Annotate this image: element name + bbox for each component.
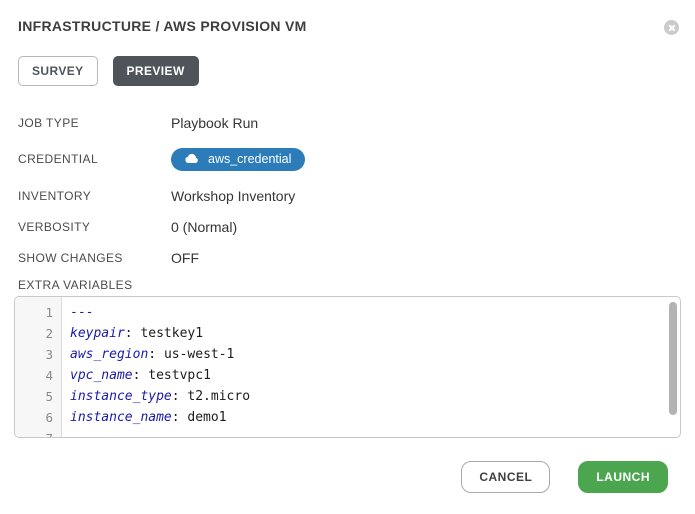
code-line: 4 vpc_name: testvpc1 xyxy=(15,365,680,386)
inventory-value: Workshop Inventory xyxy=(171,187,296,204)
page-title: INFRASTRUCTURE / AWS PROVISION VM xyxy=(18,18,307,34)
field-row-credential: CREDENTIAL aws_credential xyxy=(18,138,695,180)
verbosity-value: 0 (Normal) xyxy=(171,218,238,235)
field-row-job-type: JOB TYPE Playbook Run xyxy=(18,107,695,138)
inventory-label: INVENTORY xyxy=(18,188,92,203)
editor-code-area[interactable]: 1 --- 2 keypair: testkey1 3 aws_region: … xyxy=(15,297,680,437)
verbosity-label: VERBOSITY xyxy=(18,219,91,234)
launch-button[interactable]: LAUNCH xyxy=(578,461,668,493)
modal-header: INFRASTRUCTURE / AWS PROVISION VM xyxy=(0,0,695,35)
credential-badge[interactable]: aws_credential xyxy=(171,147,306,171)
show-changes-value: OFF xyxy=(171,249,199,266)
code-line: 3 aws_region: us-west-1 xyxy=(15,344,680,365)
field-list: JOB TYPE Playbook Run CREDENTIAL aws_cre… xyxy=(18,107,695,273)
line-number: 1 xyxy=(45,305,53,320)
job-type-value: Playbook Run xyxy=(171,114,259,131)
show-changes-label: SHOW CHANGES xyxy=(18,250,123,265)
credential-label: CREDENTIAL xyxy=(18,152,99,166)
line-number: 4 xyxy=(45,368,53,383)
job-type-label: JOB TYPE xyxy=(18,115,79,130)
editor-scrollbar[interactable] xyxy=(669,302,677,415)
line-number: 5 xyxy=(45,389,53,404)
field-row-inventory: INVENTORY Workshop Inventory xyxy=(18,180,695,211)
line-number: 7 xyxy=(15,428,62,437)
code-line: 5 instance_type: t2.micro xyxy=(15,386,680,407)
cancel-button[interactable]: CANCEL xyxy=(461,461,551,493)
modal-footer: CANCEL LAUNCH xyxy=(0,461,695,493)
tab-bar: SURVEY PREVIEW xyxy=(18,56,695,86)
code-line: 1 --- xyxy=(15,302,680,323)
extra-variables-label: EXTRA VARIABLES xyxy=(18,278,133,292)
credential-badge-label: aws_credential xyxy=(208,151,292,166)
cloud-icon xyxy=(183,153,199,164)
code-line: 2 keypair: testkey1 xyxy=(15,323,680,344)
tab-survey[interactable]: SURVEY xyxy=(18,56,98,86)
code-line: 6 instance_name: demo1 xyxy=(15,407,680,428)
field-row-verbosity: VERBOSITY 0 (Normal) xyxy=(18,211,695,242)
line-number: 6 xyxy=(45,410,53,425)
editor-gutter xyxy=(15,297,62,437)
line-number: 3 xyxy=(45,347,53,362)
code-line: 7 xyxy=(15,428,680,437)
close-icon[interactable] xyxy=(664,20,679,35)
extra-variables-editor[interactable]: 1 --- 2 keypair: testkey1 3 aws_region: … xyxy=(14,296,681,438)
line-number: 2 xyxy=(45,326,53,341)
field-row-show-changes: SHOW CHANGES OFF xyxy=(18,242,695,273)
tab-preview[interactable]: PREVIEW xyxy=(112,56,199,86)
